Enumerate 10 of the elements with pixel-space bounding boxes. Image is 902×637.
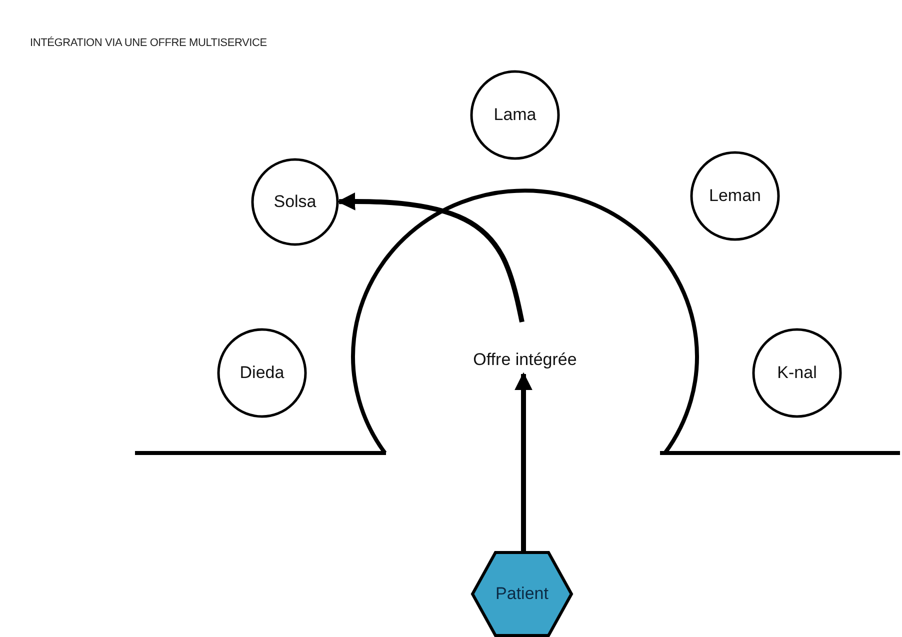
node-label: Solsa (274, 192, 316, 212)
node-label: K-nal (777, 363, 817, 383)
node-label: Offre intégrée (473, 350, 577, 370)
node-label: Dieda (240, 363, 284, 383)
node-label: Patient (496, 584, 548, 604)
node-label: Lama (494, 105, 536, 125)
node-label: Leman (709, 186, 761, 206)
diagram-title: INTÉGRATION VIA UNE OFFRE MULTISERVICE (30, 37, 267, 49)
arrow (337, 192, 524, 323)
arrow (514, 372, 532, 551)
